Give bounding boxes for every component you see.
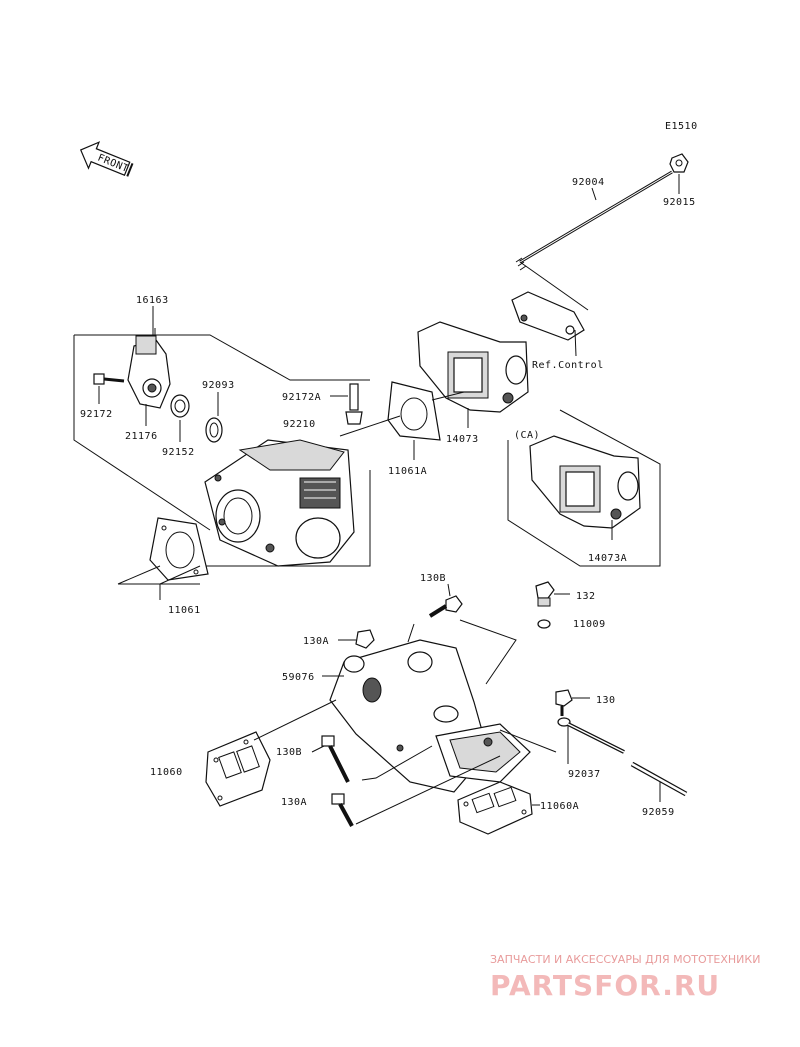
label-14073A: 14073A xyxy=(588,553,627,564)
screw-92172A xyxy=(345,383,363,425)
nut-92015 xyxy=(669,153,689,173)
pin-92037 xyxy=(557,717,625,754)
gasket-11061A xyxy=(387,381,441,441)
gasket-11061 xyxy=(149,517,209,581)
label-11060A: 11060A xyxy=(540,801,579,812)
label-16163: 16163 xyxy=(136,295,169,306)
label-92059: 92059 xyxy=(642,807,675,818)
tube-92059 xyxy=(630,761,688,797)
label-130: 130 xyxy=(596,695,616,706)
throttle-body xyxy=(204,439,355,567)
gasket-92093 xyxy=(205,417,223,443)
label-92152: 92152 xyxy=(162,447,195,458)
label-21176: 21176 xyxy=(125,431,158,442)
housing-59076 xyxy=(329,639,531,793)
ref-control-label: Ref.Control xyxy=(532,360,604,371)
label-130A-top: 130A xyxy=(303,636,329,647)
gasket-11060 xyxy=(205,731,271,807)
bolt-130B-bot xyxy=(321,735,350,783)
label-92004: 92004 xyxy=(572,177,605,188)
front-arrow-icon xyxy=(79,141,134,177)
diagram-code: E1510 xyxy=(665,121,698,132)
bolt-130B-top xyxy=(428,595,463,618)
label-11061: 11061 xyxy=(168,605,201,616)
watermark-brand: PARTSFOR.RU xyxy=(490,969,720,1002)
label-11060: 11060 xyxy=(150,767,183,778)
stud-92004 xyxy=(515,170,673,271)
bolt-130 xyxy=(555,689,573,716)
watermark-top: ЗАПЧАСТИ И АКСЕССУАРЫ ДЛЯ МОТОТЕХНИКИ xyxy=(490,953,760,966)
label-130B-top: 130B xyxy=(420,573,446,584)
label-92172A: 92172A xyxy=(282,392,321,403)
label-132: 132 xyxy=(576,591,596,602)
screw-92172 xyxy=(93,373,125,385)
label-92037: 92037 xyxy=(568,769,601,780)
cover-14073A xyxy=(529,435,641,529)
label-92172: 92172 xyxy=(80,409,113,420)
variant-label: (CA) xyxy=(514,430,540,441)
label-130A-bot: 130A xyxy=(281,797,307,808)
oring-92152 xyxy=(170,394,190,418)
cover-14073 xyxy=(417,321,529,413)
label-92093: 92093 xyxy=(202,380,235,391)
label-92015: 92015 xyxy=(663,197,696,208)
label-11009: 11009 xyxy=(573,619,606,630)
bolt-130A-bot xyxy=(331,793,354,827)
label-92210: 92210 xyxy=(283,419,316,430)
label-130B-bot: 130B xyxy=(276,747,302,758)
control-bracket xyxy=(511,291,585,341)
washer-11009 xyxy=(537,619,551,629)
gasket-11060A xyxy=(457,781,533,835)
bolt-130A-top xyxy=(355,629,375,649)
plug-132 xyxy=(535,581,555,607)
sensor-21176 xyxy=(127,335,171,409)
label-11061A: 11061A xyxy=(388,466,427,477)
label-59076: 59076 xyxy=(282,672,315,683)
label-14073: 14073 xyxy=(446,434,479,445)
